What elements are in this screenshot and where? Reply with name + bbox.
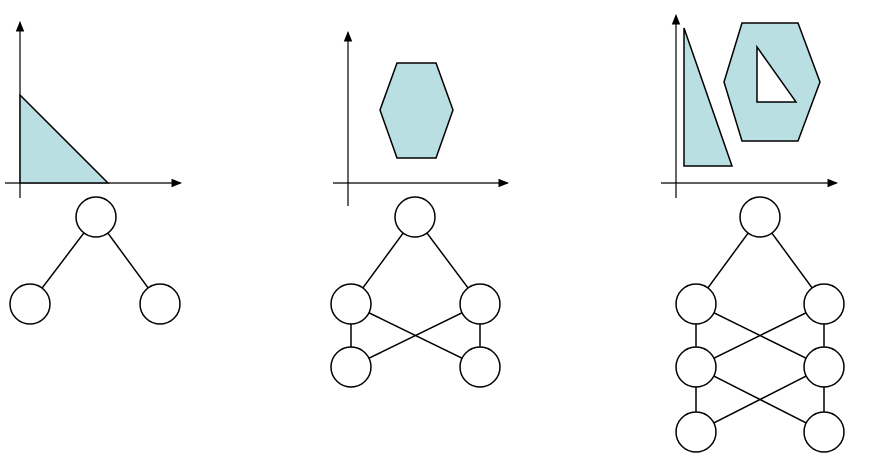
graph-node (675, 283, 717, 325)
graph-node (803, 411, 845, 453)
graph-edge (713, 375, 807, 424)
region-hexagon-shape (379, 62, 454, 159)
graph-node (459, 283, 501, 325)
graph-node (739, 196, 781, 238)
region-hexagon-with-triangle-hole-shape (723, 22, 821, 142)
graph-node (675, 411, 717, 453)
region-triangle-shape (19, 93, 110, 184)
graph-edge (707, 232, 749, 289)
graph-node (330, 283, 372, 325)
graph-edge (713, 312, 807, 359)
graph-edge (771, 232, 813, 289)
graph-edge (368, 312, 463, 359)
region-tall-triangle-shape (683, 27, 734, 167)
graph-node (139, 283, 181, 325)
panel-2-group (330, 30, 510, 388)
panel-1-group (5, 20, 183, 325)
graph-node (9, 283, 51, 325)
graph-node (330, 346, 372, 388)
graph-node (394, 196, 436, 238)
graph-edge (107, 232, 149, 289)
graph-node (803, 283, 845, 325)
graph-edge (426, 232, 469, 289)
panel-3-group (661, 13, 845, 453)
graph-node (803, 346, 845, 388)
graph-node (459, 346, 501, 388)
graph-node (675, 346, 717, 388)
graph-edge (41, 232, 85, 289)
graph-node (75, 196, 117, 238)
graph-edge (362, 232, 404, 289)
